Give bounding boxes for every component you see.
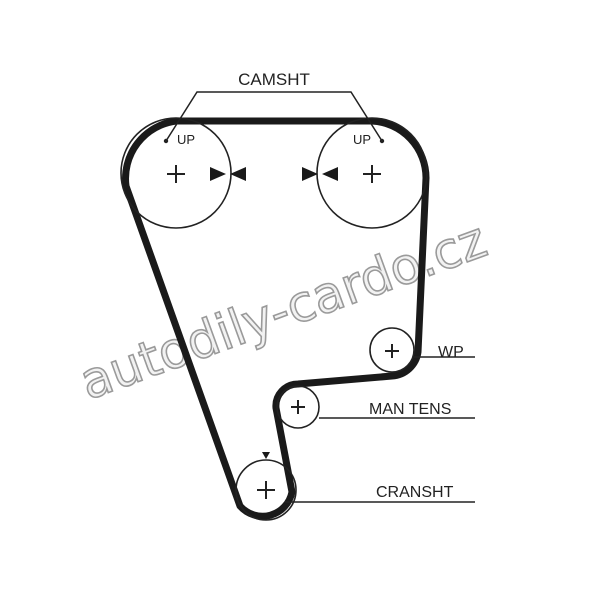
timing-mark-arrows (210, 167, 338, 459)
leader-lines (165, 91, 475, 503)
water-pump-pulley (369, 327, 415, 373)
crankshaft-label: CRANSHT (376, 484, 454, 501)
left-camshaft-pulley (120, 117, 232, 229)
watermark: autodily-cardo.cz (72, 210, 494, 411)
up-label-left: UP (177, 132, 195, 147)
camshaft-label: CAMSHT (238, 70, 310, 89)
up-label-right: UP (353, 132, 371, 147)
right-camshaft-pulley (316, 117, 428, 229)
crankshaft-pulley (235, 459, 297, 521)
center-marks (167, 165, 399, 499)
tensioner-label: MAN TENS (369, 401, 451, 418)
timing-belt (122, 117, 430, 520)
tensioner-pulley (276, 385, 320, 429)
water-pump-label: WP (438, 344, 464, 361)
